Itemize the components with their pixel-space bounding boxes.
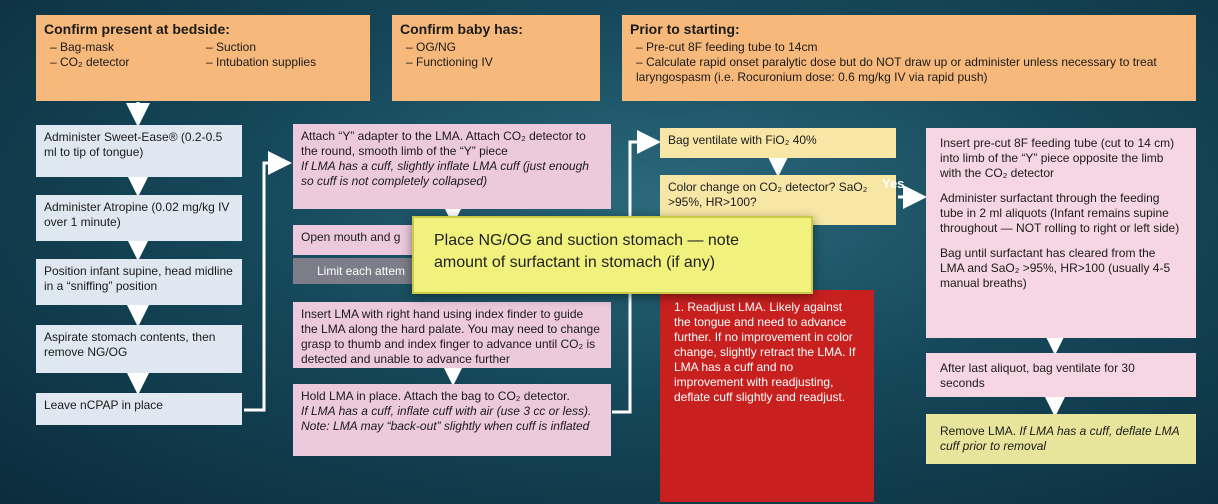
bedside-item: – Suction xyxy=(206,40,257,54)
step-readjust-lma: 1. Readjust LMA. Likely against the tong… xyxy=(660,290,874,502)
step-aspirate: Aspirate stomach contents, then remove N… xyxy=(36,325,242,373)
arrow-connector xyxy=(244,151,292,412)
prior-item: – Calculate rapid onset paralytic dose b… xyxy=(636,55,1157,84)
step-attach-y: Attach “Y” adapter to the LMA. Attach CO… xyxy=(293,124,611,209)
prior-item: – Pre-cut 8F feeding tube to 14cm xyxy=(636,40,818,54)
step-hold-lma: Hold LMA in place. Attach the bag to CO₂… xyxy=(293,384,611,456)
yes-label: Yes xyxy=(882,176,905,191)
step-insert-tube: Insert pre-cut 8F feeding tube (cut to 1… xyxy=(940,136,1175,180)
bedside-item: – Intubation supplies xyxy=(206,55,317,69)
baby-item: – OG/NG xyxy=(406,40,457,54)
step-position: Position infant supine, head midline in … xyxy=(36,259,242,305)
prior-title: Prior to starting: xyxy=(630,21,740,37)
remove-text: Remove LMA. xyxy=(940,424,1017,438)
step-atropine: Administer Atropine (0.02 mg/kg IV over … xyxy=(36,195,242,241)
baby-item: – Functioning IV xyxy=(406,55,493,69)
baby-title: Confirm baby has: xyxy=(400,21,523,37)
attach-note: If LMA has a cuff, slightly inflate LMA … xyxy=(301,159,589,188)
step-after-aliquot: After last aliquot, bag ventilate for 30… xyxy=(926,353,1196,397)
callout-note: Place NG/OG and suction stomach — note a… xyxy=(412,216,813,294)
step-bag-until: Bag until surfactant has cleared from th… xyxy=(940,246,1171,290)
hold-text: Hold LMA in place. Attach the bag to CO₂… xyxy=(301,389,570,403)
surfactant-steps: Insert pre-cut 8F feeding tube (cut to 1… xyxy=(926,128,1196,338)
step-insert-lma: Insert LMA with right hand using index f… xyxy=(293,302,611,368)
step-sweetease: Administer Sweet-Ease® (0.2-0.5 ml to ti… xyxy=(36,125,242,177)
bedside-item: – Bag-mask xyxy=(50,40,115,54)
baby-checklist: Confirm baby has: – OG/NG – Functioning … xyxy=(392,15,600,101)
prior-checklist: Prior to starting: – Pre-cut 8F feeding … xyxy=(622,15,1196,101)
step-open-mouth: Open mouth and g xyxy=(293,225,415,255)
step-administer-surfactant: Administer surfactant through the feedin… xyxy=(940,191,1180,235)
bedside-title: Confirm present at bedside: xyxy=(44,21,230,37)
bedside-checklist: Confirm present at bedside: – Bag-mask –… xyxy=(36,15,370,101)
step-ncpap: Leave nCPAP in place xyxy=(36,393,242,425)
bedside-item: – CO₂ detector xyxy=(50,55,130,69)
limit-attempt-text: Limit each attem xyxy=(317,264,406,278)
step-remove-lma: Remove LMA. If LMA has a cuff, deflate L… xyxy=(926,414,1196,464)
remove-note: If LMA has a cuff, deflate LMA cuff prio… xyxy=(940,424,1180,453)
step-bag-ventilate: Bag ventilate with FiO₂ 40% xyxy=(660,128,896,158)
hold-note: If LMA has a cuff, inflate cuff with air… xyxy=(301,404,592,433)
attach-text: Attach “Y” adapter to the LMA. Attach CO… xyxy=(301,129,586,158)
limit-attempt-banner: Limit each attem xyxy=(293,258,421,284)
